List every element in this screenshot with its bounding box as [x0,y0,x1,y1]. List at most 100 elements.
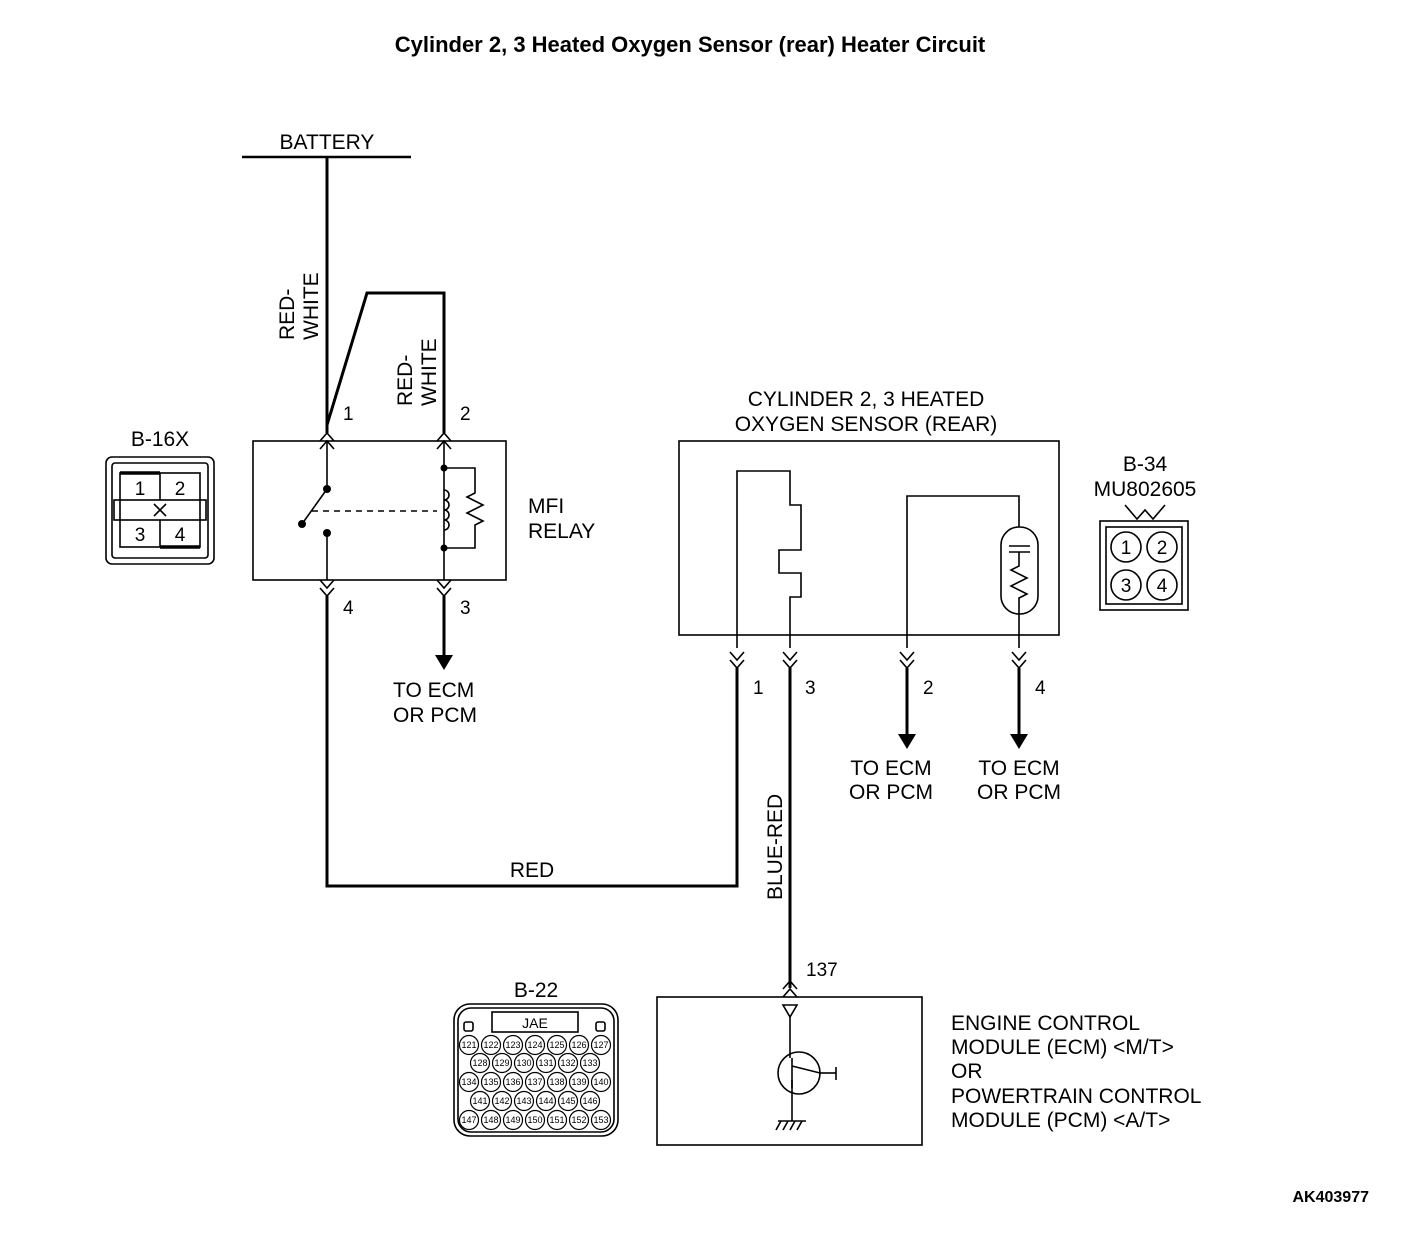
b22-pin-cavity [458,1109,480,1131]
ecm-pin137-connector-mark [782,979,798,998]
b22-pin-number: 134 [461,1077,476,1087]
b22-pin-cavity [568,1109,590,1131]
figure-code: AK403977 [1293,1189,1370,1206]
b22-pin-number: 130 [516,1058,531,1068]
relay-pin3-connector-mark [436,579,452,598]
arrow-relay-to-ecm [435,655,453,670]
b22-pin-number: 153 [593,1115,608,1125]
relay-resistor [444,467,485,549]
b22-pin-number: 133 [582,1058,597,1068]
wire-color-red: RED [510,859,554,882]
wire-color-blue-red: BLUE-RED [764,794,787,900]
wire-branch-pin2 [325,291,446,433]
b22-pin-number: 140 [593,1077,608,1087]
sensor-heater-element [736,470,802,648]
relay-coil [443,489,450,531]
b22-pin-number: 137 [527,1077,542,1087]
b22-pin-cavity [535,1052,557,1074]
b22-pin-cavity [469,1052,491,1074]
b22-pin-cavity [590,1109,612,1131]
b22-pin-number: 124 [527,1040,542,1050]
b22-pin-number: 143 [516,1096,531,1106]
b22-pin-cavity [513,1052,535,1074]
b22-pin-cavity [491,1090,513,1112]
ecm-label-2: MODULE (ECM) <M/T> [951,1036,1174,1059]
b34-pin-4: 4 [1157,576,1168,597]
to-ecm-relay-line1: TO ECM [393,679,474,702]
b22-pin-cavity [491,1052,513,1074]
b22-pin-number: 148 [483,1115,498,1125]
sensor-pin-2: 2 [923,678,934,699]
wire-color-red-white-2b: WHITE [418,338,441,406]
b22-pin-cavity [546,1034,568,1056]
b22-pin-cavity [524,1071,546,1093]
b34-pin-2: 2 [1157,538,1168,559]
sensor-pin3-connector-mark [782,651,798,670]
ecm-input-arrow [781,1004,799,1019]
b22-pin-number: 127 [593,1040,608,1050]
to-ecm-pin4-line2: OR PCM [977,781,1061,804]
mfi-relay-label-1: MFI [528,495,564,518]
b22-pin-cavity [590,1071,612,1093]
b22-pin-cavity [568,1034,590,1056]
b22-pin-cavity [546,1071,568,1093]
sensor-element-resistor [1009,552,1029,648]
b22-pin-number: 123 [505,1040,520,1050]
b22-name: B-22 [514,979,558,1002]
b16x-pin-2: 2 [175,479,186,500]
b22-pin-cavity [579,1090,601,1112]
battery-label: BATTERY [280,131,375,154]
b22-pin-number: 150 [527,1115,542,1125]
ecm-box [656,996,923,1146]
b22-pin-number: 149 [505,1115,520,1125]
b22-pin-cavity [568,1071,590,1093]
relay-switch-pivot [298,520,306,528]
b22-pin-number: 151 [549,1115,564,1125]
wire-color-red-white-2a: RED- [394,355,417,406]
b22-pin-number: 146 [582,1096,597,1106]
b22-pin-cavity [557,1090,579,1112]
b22-pin-number: 141 [472,1096,487,1106]
b34-pin-3: 3 [1121,576,1132,597]
b22-pin-cavity [502,1071,524,1093]
b22-pin-cavity [502,1109,524,1131]
b22-pin-number: 136 [505,1077,520,1087]
to-ecm-pin4-line1: TO ECM [978,757,1059,780]
b34-connector [1099,504,1189,611]
ecm-transistor-body [777,1051,821,1095]
arrow-sensor-pin4 [1010,734,1028,749]
wire-color-red-white-1b: WHITE [300,272,323,340]
arrow-sensor-pin2 [898,734,916,749]
b16x-pin-1: 1 [135,479,146,500]
b22-pin-number: 126 [571,1040,586,1050]
b22-pin-number: 132 [560,1058,575,1068]
b22-pin-cavity [535,1090,557,1112]
b22-pin-number: 125 [549,1040,564,1050]
b22-connector [453,1003,619,1137]
b34-pin-1: 1 [1121,538,1132,559]
b22-pin-cavity [557,1052,579,1074]
sensor-pin1-connector-mark [729,651,745,670]
diagram-title: Cylinder 2, 3 Heated Oxygen Sensor (rear… [395,32,986,57]
b22-pin-number: 144 [538,1096,553,1106]
b16x-connector [105,456,215,565]
b22-pin-number: 131 [538,1058,553,1068]
b22-pin-cavity [524,1034,546,1056]
b22-pin-cavity [480,1034,502,1056]
ecm-label-4: POWERTRAIN CONTROL [951,1085,1201,1108]
ecm-pin-137: 137 [806,960,838,981]
b22-pin-number: 142 [494,1096,509,1106]
wire-color-red-white-1a: RED- [276,289,299,340]
b16x-name: B-16X [131,428,189,451]
b22-pin-cavity [480,1109,502,1131]
to-ecm-pin2-line2: OR PCM [849,781,933,804]
b34-part-number: MU802605 [1094,478,1197,501]
b22-pin-number: 145 [560,1096,575,1106]
b22-pin-cavity [524,1109,546,1131]
relay-pin-2: 2 [460,404,471,425]
relay-switch-arm [301,488,328,525]
sensor-label-1: CYLINDER 2, 3 HEATED [748,388,985,411]
b34-name: B-34 [1123,453,1168,476]
